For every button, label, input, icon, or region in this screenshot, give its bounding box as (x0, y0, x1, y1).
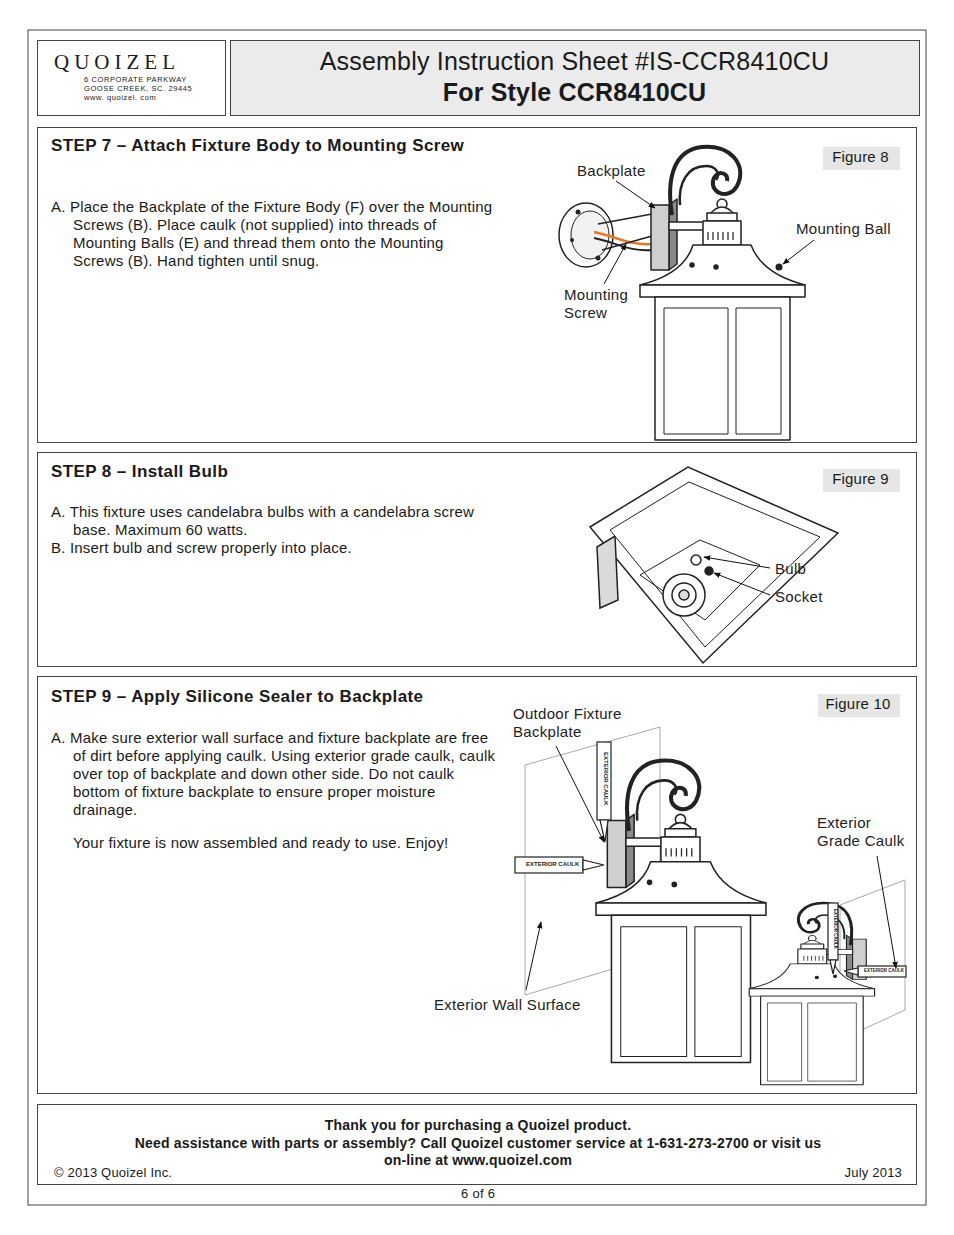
address-line: GOOSE CREEK, SC. 29445 (84, 84, 220, 93)
tube-print: EXTERIOR CAULK (526, 861, 579, 867)
leader-line (877, 856, 896, 968)
caulk-tube (600, 820, 608, 842)
caulk-tube (597, 742, 611, 820)
step-panel: STEP 8 – Install Bulb A. This fixture use… (37, 452, 917, 667)
thank-you-note: Thank you for purchasing a Quoizel produ… (128, 1117, 828, 1134)
instruction-text: A. Place the Backplate of the Fixture Bo… (51, 198, 496, 270)
leader-line (704, 557, 770, 568)
tube-print: EXTERIOR CAULK (864, 969, 904, 974)
lantern-bottom-view (640, 540, 760, 620)
part-label: Mounting Ball (796, 220, 891, 238)
lantern-drawing (640, 147, 805, 440)
closing-note: Your fixture is now assembled and ready … (73, 834, 513, 852)
leader-line (714, 573, 770, 595)
caulk-tube (830, 960, 836, 974)
tube-print: EXTERIOR CAULK (603, 752, 609, 805)
part-label: Exterior Wall Surface (434, 996, 581, 1014)
step-panel: STEP 9 – Apply Silicone Sealer to Backpl… (37, 676, 917, 1094)
leader-line (616, 181, 655, 208)
junction-box (570, 238, 574, 242)
lantern-bottom-view (597, 536, 618, 608)
figure-tag: Figure 9 (823, 469, 900, 492)
leader-line (704, 557, 770, 595)
address-line: www. quoizel. com (84, 93, 220, 102)
leader-line (783, 240, 814, 264)
brand-name: QUOIZEL (54, 50, 224, 75)
leader-line (604, 244, 626, 284)
lantern-bottom-view (691, 555, 701, 565)
mounting-ball (776, 264, 783, 271)
junction-box (596, 256, 601, 261)
figure-tag: Figure 10 (818, 694, 900, 717)
junction-box (576, 210, 581, 215)
date: July 2013 (702, 1165, 902, 1181)
sheet-title: Assembly Instruction Sheet #IS-CCR8410CU (231, 46, 918, 76)
title-box: Assembly Instruction Sheet #IS-CCR8410CU… (230, 40, 920, 116)
part-label: Outdoor Fixture Backplate (513, 705, 641, 741)
step-heading: STEP 8 – Install Bulb (51, 462, 491, 482)
figure-tag: Figure 8 (823, 147, 900, 170)
leader-line (604, 181, 814, 284)
part-label: Exterior Grade Caulk (817, 814, 917, 850)
copyright: © 2013 Quoizel Inc. (54, 1165, 254, 1181)
part-label: Socket (775, 588, 823, 606)
caulk-tube (515, 857, 583, 873)
part-label: Mounting Screw (564, 286, 636, 322)
lantern-bottom-view (679, 590, 689, 600)
caulk-tube (858, 966, 906, 977)
support-note: Need assistance with parts or assembly? … (128, 1135, 828, 1169)
step-heading: STEP 9 – Apply Silicone Sealer to Backpl… (51, 687, 491, 707)
lantern-drawing (749, 903, 874, 1085)
junction-box (559, 203, 652, 267)
lantern-bottom-view (663, 574, 705, 616)
address-line: 6 CORPORATE PARKWAY (84, 75, 220, 84)
instruction-text: B. Insert bulb and screw properly into p… (51, 539, 496, 557)
figure-number: Figure 8 (823, 148, 898, 166)
leader-line (556, 746, 604, 842)
figure-number: Figure 9 (823, 470, 898, 488)
junction-box (598, 214, 652, 250)
part-label: Bulb (775, 560, 806, 578)
instruction-text: A. This fixture uses candelabra bulbs wi… (51, 503, 496, 539)
page-border (28, 30, 926, 1205)
lantern-drawing (596, 761, 766, 1063)
lantern-bottom-view (590, 467, 838, 663)
lantern-bottom-view (705, 567, 713, 575)
caulk-tube (583, 860, 604, 870)
leader-line (526, 922, 541, 990)
logo-box: QUOIZEL6 CORPORATE PARKWAYGOOSE CREEK, S… (37, 40, 226, 116)
tube-print: EXTERIOR CAULK (833, 909, 838, 949)
footer-box: Thank you for purchasing a Quoizel produ… (37, 1104, 917, 1185)
lantern-bottom-view (672, 583, 696, 607)
part-label: Backplate (577, 162, 646, 180)
page-number: 6 of 6 (461, 1187, 495, 1200)
caulk-tube (828, 903, 838, 960)
style-title: For Style CCR8410CU (231, 77, 918, 107)
figure-number: Figure 10 (818, 695, 898, 713)
lantern-bottom-view (590, 467, 838, 663)
step-panel: STEP 7 – Attach Fixture Body to Mounting… (37, 127, 917, 443)
caulk-tube (844, 968, 858, 975)
caulk-tube (515, 742, 906, 977)
step-heading: STEP 7 – Attach Fixture Body to Mounting… (51, 136, 491, 156)
leader-line (526, 746, 896, 990)
instruction-text: A. Make sure exterior wall surface and f… (51, 729, 496, 819)
lantern-bottom-view (610, 482, 820, 647)
